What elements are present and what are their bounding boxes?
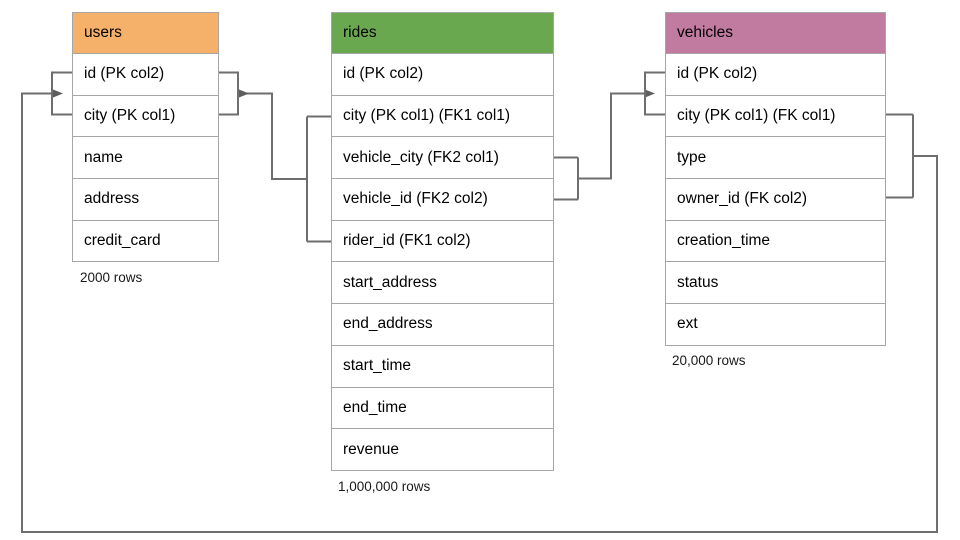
table-vehicles-column-id[interactable]: id (PK col2) bbox=[665, 54, 886, 96]
fk2-run bbox=[578, 92, 630, 180]
column-label: id (PK col2) bbox=[84, 65, 165, 83]
column-label: ext bbox=[677, 315, 698, 333]
table-vehicles-header[interactable]: vehicles bbox=[665, 12, 886, 54]
table-rides-column-start-address[interactable]: start_address bbox=[331, 262, 554, 305]
table-rides-row-count: 1,000,000 rows bbox=[338, 479, 431, 494]
table-vehicles-column-status[interactable]: status bbox=[665, 262, 886, 305]
table-vehicles-row-count: 20,000 rows bbox=[672, 353, 746, 368]
column-label: creation_time bbox=[677, 232, 771, 250]
table-vehicles-column-owner-id[interactable]: owner_id (FK col2) bbox=[665, 179, 886, 221]
column-label: id (PK col2) bbox=[677, 65, 758, 83]
table-vehicles-column-creation-time[interactable]: creation_time bbox=[665, 220, 886, 263]
column-label: name bbox=[84, 148, 123, 166]
table-rides-header[interactable]: rides bbox=[331, 12, 554, 54]
column-label: city (PK col1) bbox=[84, 107, 176, 125]
table-rides-column-city[interactable]: city (PK col1) (FK1 col1) bbox=[331, 95, 554, 138]
table-users-row-count: 2000 rows bbox=[80, 270, 143, 285]
table-users-column-address[interactable]: address bbox=[72, 179, 219, 221]
table-users[interactable]: users id (PK col2) city (PK col1) name a… bbox=[72, 12, 219, 263]
column-label: end_address bbox=[343, 315, 433, 333]
column-label: id (PK col2) bbox=[343, 65, 424, 83]
column-label: end_time bbox=[343, 398, 407, 416]
column-label: revenue bbox=[343, 440, 400, 458]
table-users-title: users bbox=[84, 24, 122, 41]
column-label: status bbox=[677, 273, 719, 291]
table-users-column-credit-card[interactable]: credit_card bbox=[72, 220, 219, 263]
column-label: address bbox=[84, 190, 140, 208]
table-vehicles-column-city[interactable]: city (PK col1) (FK col1) bbox=[665, 95, 886, 138]
column-label: vehicle_id (FK2 col2) bbox=[343, 190, 488, 208]
table-vehicles[interactable]: vehicles id (PK col2) city (PK col1) (FK… bbox=[665, 12, 886, 346]
column-label: type bbox=[677, 148, 707, 166]
column-label: rider_id (FK1 col2) bbox=[343, 232, 471, 250]
table-vehicles-column-ext[interactable]: ext bbox=[665, 304, 886, 346]
table-users-header[interactable]: users bbox=[72, 12, 219, 54]
fk2-bracket-vehicles bbox=[644, 71, 665, 116]
table-rides-column-revenue[interactable]: revenue bbox=[331, 429, 554, 471]
fk3-bracket-users bbox=[51, 71, 72, 116]
column-label: start_address bbox=[343, 273, 437, 291]
table-rides-column-id[interactable]: id (PK col2) bbox=[331, 54, 554, 96]
column-label: start_time bbox=[343, 357, 412, 375]
column-label: city (PK col1) (FK col1) bbox=[677, 107, 836, 125]
fk1-bracket-users bbox=[219, 71, 239, 116]
table-rides[interactable]: rides id (PK col2) city (PK col1) (FK1 c… bbox=[331, 12, 554, 471]
table-rides-column-end-time[interactable]: end_time bbox=[331, 387, 554, 430]
fk1-run bbox=[256, 92, 307, 180]
table-rides-column-start-time[interactable]: start_time bbox=[331, 345, 554, 388]
column-label: credit_card bbox=[84, 232, 161, 250]
column-label: vehicle_city (FK2 col1) bbox=[343, 148, 499, 166]
column-label: owner_id (FK col2) bbox=[677, 190, 808, 208]
table-vehicles-title: vehicles bbox=[677, 24, 733, 41]
table-rides-column-vehicle-city[interactable]: vehicle_city (FK2 col1) bbox=[331, 137, 554, 180]
table-rides-column-vehicle-id[interactable]: vehicle_id (FK2 col2) bbox=[331, 179, 554, 221]
column-label: city (PK col1) (FK1 col1) bbox=[343, 107, 511, 125]
table-users-column-name[interactable]: name bbox=[72, 137, 219, 180]
table-rides-column-rider-id[interactable]: rider_id (FK1 col2) bbox=[331, 220, 554, 263]
table-rides-title: rides bbox=[343, 24, 377, 41]
table-rides-column-end-address[interactable]: end_address bbox=[331, 304, 554, 346]
table-vehicles-column-type[interactable]: type bbox=[665, 137, 886, 180]
table-users-column-city[interactable]: city (PK col1) bbox=[72, 95, 219, 138]
table-users-column-id[interactable]: id (PK col2) bbox=[72, 54, 219, 96]
